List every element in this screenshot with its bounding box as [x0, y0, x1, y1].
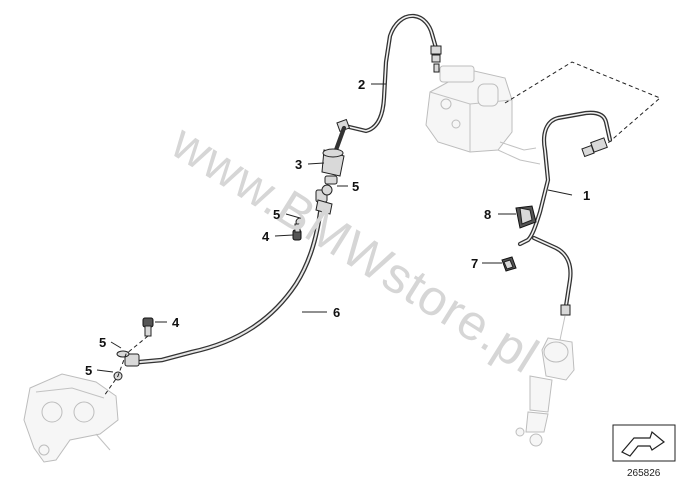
callout-3: 3 — [295, 157, 302, 172]
callout-7: 7 — [471, 256, 478, 271]
callout-6: 6 — [333, 305, 340, 320]
lower-fittings — [103, 317, 154, 397]
callout-5-lower-upper: 5 — [99, 335, 106, 350]
diagram-number: 265826 — [627, 468, 661, 479]
callout-8: 8 — [484, 207, 491, 222]
callout-4-upper: 4 — [262, 229, 270, 244]
leader-lines — [96, 83, 573, 373]
callout-1: 1 — [583, 188, 590, 203]
abs-unit-ghost — [425, 65, 541, 165]
callout-5-lower-lower: 5 — [85, 363, 92, 378]
master-cylinder-ghost — [515, 315, 575, 447]
brake-hose-6 — [124, 189, 328, 367]
callout-5-upper-left: 5 — [273, 207, 280, 222]
part-7-grommet — [501, 256, 517, 272]
brake-pipe-2 — [336, 13, 442, 134]
brake-caliper-ghost — [23, 373, 119, 463]
callout-4-lower: 4 — [172, 315, 180, 330]
part-8-clip — [515, 205, 537, 229]
orientation-arrow-icon — [612, 424, 676, 462]
part-3-junction — [292, 125, 347, 241]
brake-pipe-1 — [517, 110, 613, 316]
reference-dashed-outline — [504, 61, 661, 151]
callout-2: 2 — [358, 77, 365, 92]
callout-5-upper-right: 5 — [352, 179, 359, 194]
